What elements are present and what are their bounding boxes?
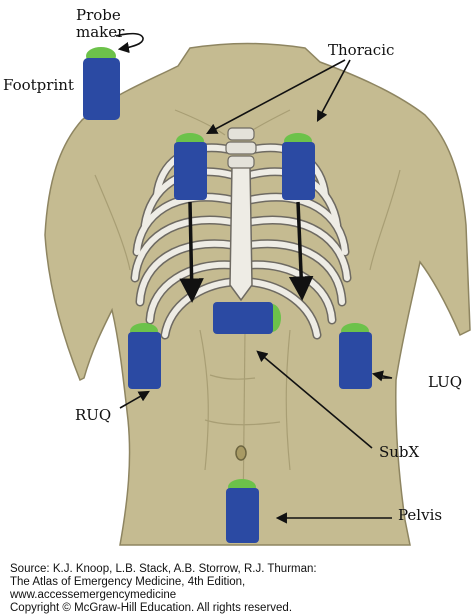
thoracic-probe-right xyxy=(282,133,315,200)
label-luq: LUQ xyxy=(428,373,462,391)
sweep-arrows xyxy=(179,201,314,303)
arrows xyxy=(115,32,393,524)
ruq-probe xyxy=(128,323,161,389)
subxiphoid-probe xyxy=(213,302,281,334)
source-line-2: The Atlas of Emergency Medicine, 4th Edi… xyxy=(10,576,246,588)
thoracic-probe-left xyxy=(174,133,207,200)
label-ruq: RUQ xyxy=(75,406,111,424)
label-probe-maker-line1: Probe xyxy=(76,6,121,24)
label-pelvis: Pelvis xyxy=(398,506,442,524)
vertebrae xyxy=(225,127,257,169)
label-footprint: Footprint xyxy=(3,76,74,94)
label-probe-maker-line2: maker xyxy=(76,23,125,41)
pelvis-probe xyxy=(226,479,259,543)
navel xyxy=(235,445,247,461)
luq-probe xyxy=(339,323,372,389)
label-subx: SubX xyxy=(379,443,420,461)
sternum xyxy=(229,164,253,302)
copyright-line: Copyright © McGraw-Hill Education. All r… xyxy=(10,602,293,614)
footprint-probe xyxy=(83,47,120,120)
label-thoracic: Thoracic xyxy=(328,41,394,59)
torso xyxy=(44,42,471,546)
source-line-1: Source: K.J. Knoop, L.B. Stack, A.B. Sto… xyxy=(10,563,317,575)
source-line-3: www.accessemergencymedicine xyxy=(10,589,177,601)
